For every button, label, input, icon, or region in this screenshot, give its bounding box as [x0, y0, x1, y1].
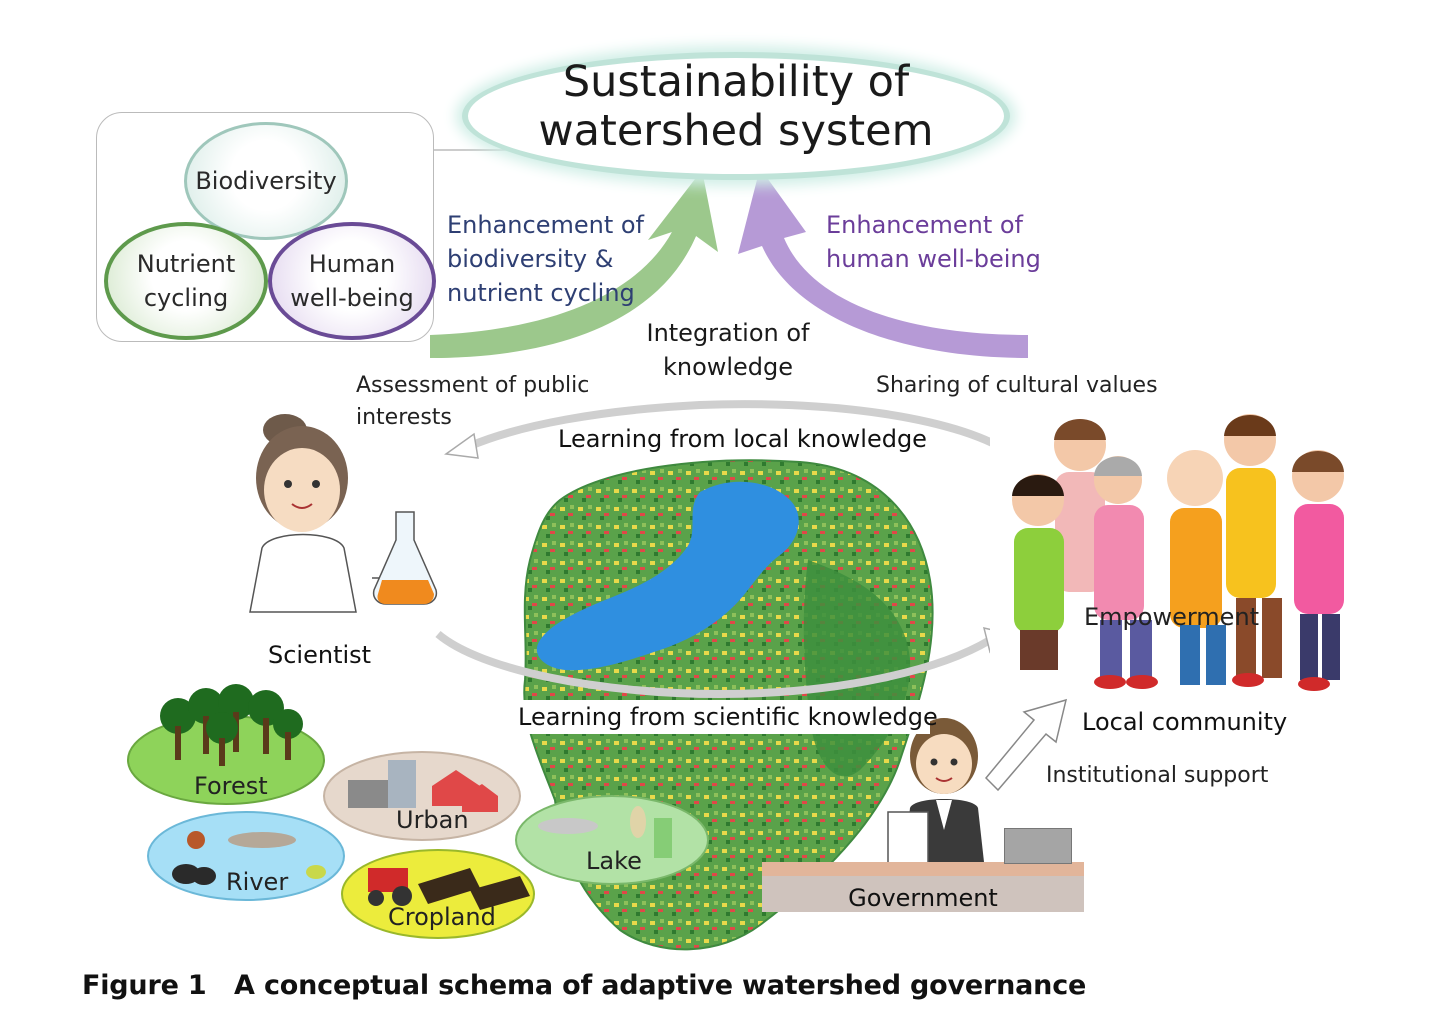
title-ellipse — [462, 52, 1010, 180]
sharing-label: Sharing of cultural values — [876, 373, 1158, 398]
assessment-label: Assessment of public interests — [356, 370, 589, 434]
habitat-lake — [515, 795, 709, 885]
assessment-label-1: Assessment of public — [356, 373, 590, 398]
scientist-label: Scientist — [268, 641, 372, 669]
local-community-label: Local community — [1082, 708, 1288, 736]
habitat-urban — [323, 751, 521, 841]
community-figures — [990, 414, 1378, 698]
green-arrow-label: Enhancement of biodiversity & nutrient c… — [447, 208, 644, 310]
purple-arrow-label-1: Enhancement of — [826, 211, 1023, 239]
title-line1: Sustainability of — [562, 57, 910, 107]
bubble-biodiversity: Biodiversity — [184, 122, 348, 240]
scientist-figure — [249, 414, 438, 613]
habitat-cropland-label: Cropland — [388, 903, 496, 931]
institutional-support-label: Institutional support — [1046, 763, 1269, 788]
bubble-human-label-2: well-being — [290, 284, 414, 312]
arrow-learning-local — [468, 400, 1021, 462]
government-desk-front — [762, 876, 1084, 912]
government-figure — [887, 718, 984, 865]
government-desk-top — [762, 862, 1084, 876]
habitat-lake-label: Lake — [586, 847, 642, 875]
figure-caption: Figure 1 A conceptual schema of adaptive… — [82, 970, 1087, 1001]
title-line2: watershed system — [538, 106, 934, 156]
bubble-biodiversity-label: Biodiversity — [195, 167, 337, 195]
learning-local-label: Learning from local knowledge — [558, 425, 927, 453]
learning-scientific-label: Learning from scientific knowledge — [518, 700, 938, 734]
purple-arrow-label-2: human well-being — [826, 245, 1041, 273]
empowerment-label: Empowerment — [1084, 603, 1260, 631]
green-arrow-label-3: nutrient cycling — [447, 279, 635, 307]
habitat-river — [147, 811, 345, 901]
integration-label-2: knowledge — [662, 353, 794, 381]
habitat-urban-label: Urban — [396, 806, 469, 834]
bubble-nutrient-label-2: cycling — [143, 284, 229, 312]
arrow-institutional-support — [984, 698, 1068, 792]
integration-label-1: Integration of — [646, 319, 810, 347]
habitat-forest-label: Forest — [194, 772, 268, 800]
green-arrow-label-2: biodiversity & — [447, 245, 614, 273]
bubble-human-well-being: Human well-being — [268, 222, 436, 340]
arrow-learning-scientific — [435, 630, 993, 699]
habitat-forest — [127, 684, 325, 805]
habitat-river-label: River — [226, 868, 289, 896]
diagram-title: Sustainability of watershed system — [462, 58, 1010, 156]
lake-biwa — [536, 481, 799, 671]
purple-arrow — [738, 168, 1028, 358]
integration-label: Integration of knowledge — [640, 316, 816, 384]
assessment-label-2: interests — [356, 405, 452, 430]
bubble-human-label-1: Human — [308, 250, 396, 278]
bubble-nutrient-cycling: Nutrient cycling — [104, 222, 268, 340]
bubble-nutrient-label-1: Nutrient — [136, 250, 236, 278]
government-label: Government — [848, 884, 998, 912]
laptop-icon — [1004, 828, 1072, 864]
purple-arrow-label: Enhancement of human well-being — [826, 208, 1041, 276]
habitat-cropland — [341, 849, 535, 939]
green-arrow-label-1: Enhancement of — [447, 211, 644, 239]
